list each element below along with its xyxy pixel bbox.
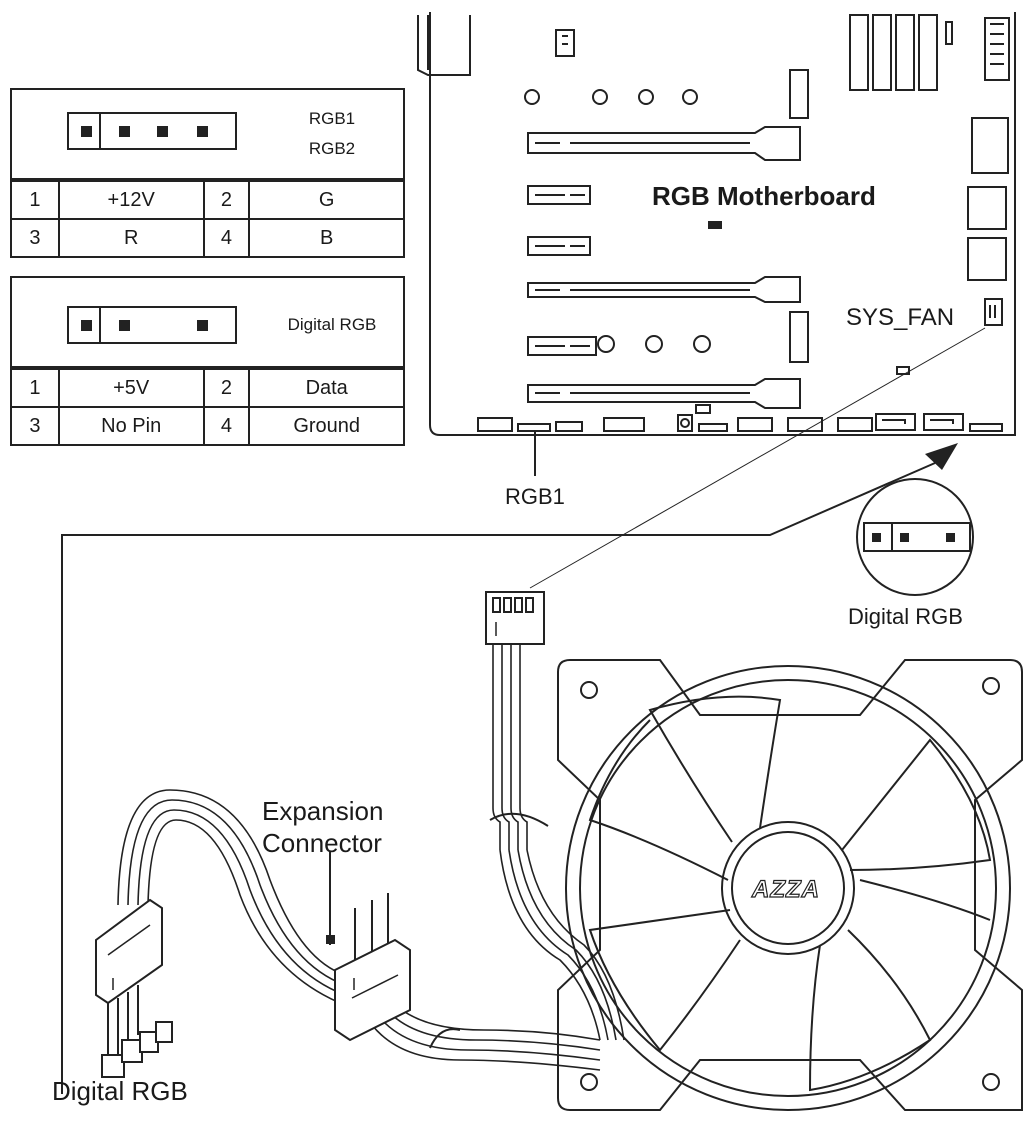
- digital-rgb-header-icon: [67, 306, 237, 344]
- dimm-slots: [849, 14, 953, 91]
- digital-rgb-inset-label: Digital RGB: [848, 604, 963, 629]
- table-row: 3 R 4 B: [12, 218, 403, 256]
- pcie-slot-3: [527, 378, 801, 409]
- digital-rgb-plug-left: [95, 898, 173, 1078]
- case-fan: [557, 659, 1023, 1111]
- header-key: [99, 114, 101, 148]
- table-row: 3 No Pin 4 Ground: [12, 406, 403, 444]
- rgb-splitter-cable: [117, 789, 601, 1071]
- top-small-header: [555, 29, 575, 57]
- pin-dot: [119, 319, 130, 331]
- pin-number: 2: [202, 182, 249, 218]
- table-row: 1 +12V 2 G: [12, 180, 403, 218]
- pin-signal: +12V: [57, 182, 203, 218]
- cpu-power-header: [971, 117, 1009, 174]
- digital-rgb-pin-table: Digital RGB 1 +5V 2 Data 3 No Pin 4 Grou…: [10, 276, 405, 446]
- pin-dot: [197, 319, 208, 331]
- pin-signal: +5V: [57, 370, 203, 406]
- pin-dot: [81, 319, 92, 331]
- digital-rgb-bottom-label: Digital RGB: [52, 1076, 188, 1106]
- digital-rgb-header-name: Digital RGB: [287, 315, 377, 334]
- pin-signal: Data: [248, 370, 403, 406]
- pcie-slot-2: [527, 276, 801, 303]
- sys-fan-leader: [529, 327, 986, 589]
- pin-number: 1: [29, 188, 41, 211]
- expansion-label-line2: Connector: [262, 828, 382, 858]
- pin-signal: No Pin: [57, 408, 203, 444]
- rgb1-label: RGB1: [505, 484, 565, 509]
- io-bracket: [417, 15, 471, 76]
- pin-dot: [119, 125, 130, 137]
- pin-number: 4: [202, 220, 249, 256]
- pin-number: 1: [29, 376, 41, 399]
- digital-rgb-route: [61, 462, 936, 1094]
- digital-rgb-header-row: Digital RGB: [12, 278, 403, 368]
- m2-slot-top: [789, 69, 809, 119]
- atx-power-header: [984, 17, 1010, 81]
- sys-fan-header: [984, 298, 1003, 326]
- pin-dot: [157, 125, 168, 137]
- expansion-connector: [326, 852, 411, 1042]
- rgb1-header-name: RGB1: [308, 109, 356, 128]
- mount-hole: [524, 89, 540, 105]
- rgb2-header-name: RGB2: [308, 139, 356, 158]
- m2-slot-mid: [789, 311, 809, 363]
- bottom-headers: [477, 413, 1003, 432]
- rgb12v-header-icon: [67, 112, 237, 150]
- expansion-label-line1: Expansion: [262, 796, 384, 826]
- pcie-slot-1: [527, 126, 801, 161]
- motherboard-outline: [429, 12, 1016, 436]
- motherboard-title: RGB Motherboard: [652, 181, 876, 211]
- pin-number: 2: [202, 370, 249, 406]
- pin-dot: [81, 125, 92, 137]
- pin-number: 3: [29, 414, 41, 437]
- pcie-x1-slot: [527, 185, 591, 205]
- pin-signal: B: [248, 220, 403, 256]
- fan-logo-text: AZZA: [751, 876, 820, 903]
- pin-signal: R: [57, 220, 203, 256]
- pin-dot: [197, 125, 208, 137]
- table-row: 1 +5V 2 Data: [12, 368, 403, 406]
- pin-signal: G: [248, 182, 403, 218]
- fan-plug: [485, 591, 545, 645]
- rgb12v-pin-table: RGB1 RGB2 1 +12V 2 G 3 R 4 B: [10, 88, 405, 258]
- pin-number: 4: [202, 408, 249, 444]
- pin-number: 3: [29, 226, 41, 249]
- rgb12v-header-row: RGB1 RGB2: [12, 90, 403, 180]
- header-key: [99, 308, 101, 342]
- sys-fan-label: SYS_FAN: [846, 304, 955, 331]
- route-arrow-head: [925, 443, 958, 470]
- digital-rgb-inset: [856, 478, 974, 596]
- pin-signal: Ground: [248, 408, 403, 444]
